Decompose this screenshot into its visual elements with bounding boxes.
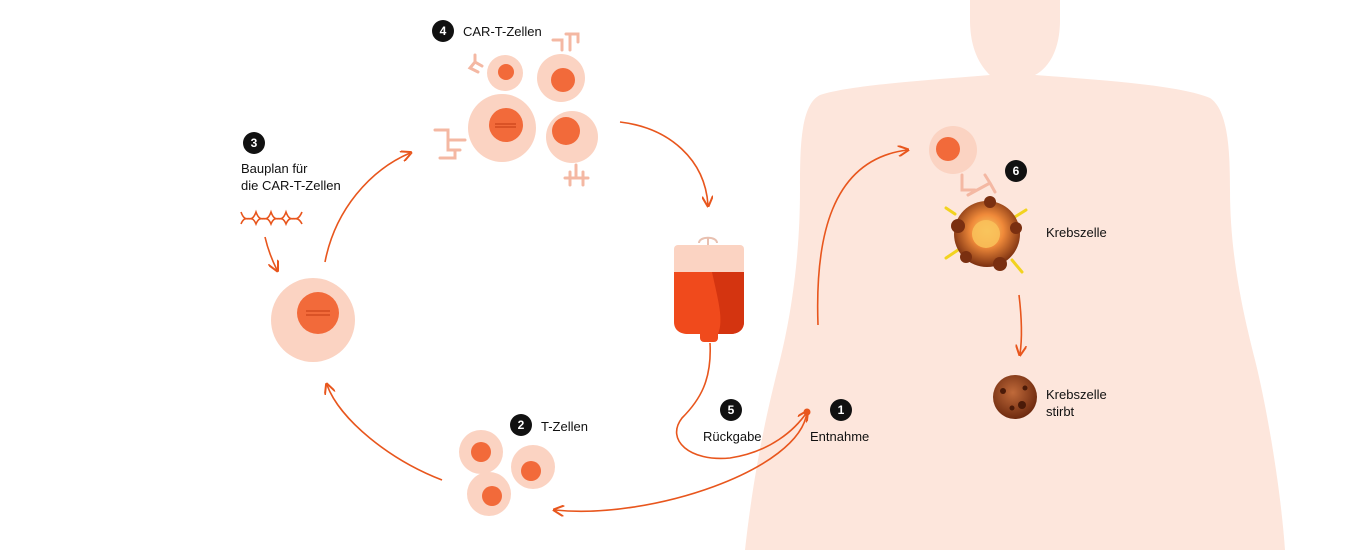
t-cells-group xyxy=(459,430,555,516)
label-krebszelle-stirbt-line1: Krebszelle xyxy=(1046,387,1107,402)
step-badge-1: 1 xyxy=(830,399,852,421)
step-label-bauplan-line1: Bauplan für xyxy=(241,161,308,176)
label-krebszelle-stirbt-line2: stirbt xyxy=(1046,404,1075,419)
arrow-bag-to-rueckgabe xyxy=(675,342,807,460)
step-label-bauplan-line2: die CAR-T-Zellen xyxy=(241,178,341,193)
car-t-cell-attacking xyxy=(929,126,997,197)
step-label-t-zellen: T-Zellen xyxy=(541,419,588,434)
arrow-blueprint-to-cell xyxy=(264,236,277,270)
arrow-tumor-to-dead xyxy=(1019,294,1021,354)
t-cell-being-modified xyxy=(271,278,355,362)
dna-blueprint-icon xyxy=(240,209,303,227)
step-badge-5: 5 xyxy=(720,399,742,421)
arrow-cart-to-bag xyxy=(619,121,708,205)
infusion-bag xyxy=(674,236,744,342)
arrow-cell-to-cart xyxy=(324,153,410,263)
step-badge-6: 6 xyxy=(1005,160,1027,182)
arrow-body-to-tumor xyxy=(816,150,907,326)
arrow-entnahme-to-tcells xyxy=(555,411,808,511)
step-label-rueckgabe: Rückgabe xyxy=(703,429,762,444)
step-badge-3: 3 xyxy=(243,132,265,154)
dying-cancer-cell xyxy=(993,375,1037,419)
process-arrows xyxy=(264,121,1021,511)
human-body-silhouette xyxy=(745,0,1285,550)
arrow-tcells-to-modification xyxy=(327,385,443,481)
car-t-cells-group xyxy=(433,32,598,187)
step-badge-4: 4 xyxy=(432,20,454,42)
entnahme-point xyxy=(803,408,811,416)
step-badge-2: 2 xyxy=(510,414,532,436)
step-label-krebszelle: Krebszelle xyxy=(1046,225,1107,240)
step-label-entnahme: Entnahme xyxy=(810,429,870,444)
cancer-cell xyxy=(944,196,1028,274)
step-label-car-t-zellen: CAR-T-Zellen xyxy=(463,24,542,39)
